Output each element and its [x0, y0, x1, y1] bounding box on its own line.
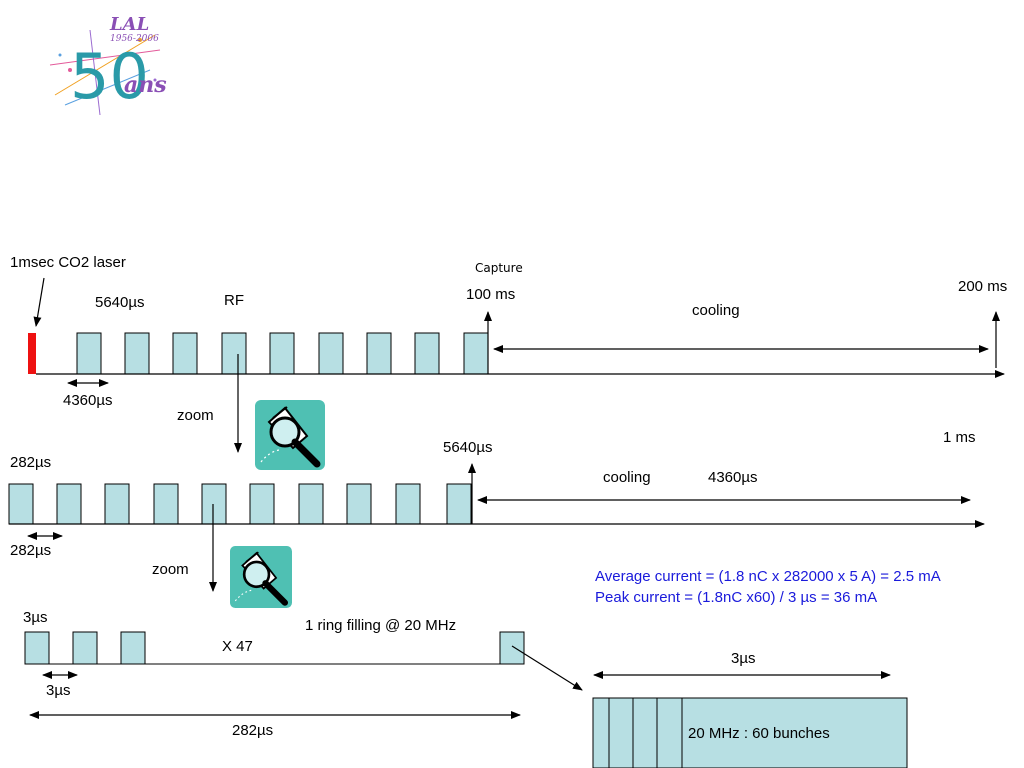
logo-fifty-text: 50 [70, 40, 149, 113]
micro-pulse [120, 631, 146, 665]
bunch-train-box [592, 697, 908, 768]
rf-pulse [414, 332, 440, 375]
row3-pulse-label: 3µs [23, 609, 48, 626]
row2-timeline [8, 463, 985, 592]
macro-pulse [153, 483, 179, 525]
ms-label: 1 ms [943, 429, 976, 446]
row2-gap-label: 282µs [10, 542, 52, 559]
macro-pulse [249, 483, 275, 525]
rf-pulse [76, 332, 102, 375]
row1-timeline [28, 277, 1005, 453]
laser-pulse [28, 333, 36, 374]
micro-pulse [24, 631, 50, 665]
bunch-width-label: 3µs [731, 650, 756, 667]
rf-pulse [269, 332, 295, 375]
row2-end-label: 5640µs [443, 439, 493, 456]
row3-gap-label: 3µs [46, 682, 71, 699]
rf-pulse [366, 332, 392, 375]
rf-pulse [221, 332, 247, 375]
macro-pulse [298, 483, 324, 525]
laser-label: 1msec CO2 laser [10, 254, 126, 271]
bunch-train-label: 20 MHz : 60 bunches [688, 725, 830, 742]
bunch-zoom-arrow [511, 645, 583, 691]
rf-pulse [463, 332, 489, 375]
bunch-train [592, 671, 908, 768]
magnifier-icon [255, 400, 325, 470]
rf-label: RF [224, 292, 244, 309]
micro-pulse-last [499, 631, 525, 665]
macro-pulse [201, 483, 227, 525]
row2-cooling-label: cooling [603, 469, 651, 486]
logo-lab-text: LAL [109, 14, 149, 35]
row1-rf-pulses [76, 332, 489, 375]
row1-cooling-label: cooling [692, 302, 740, 319]
t200-label: 200 ms [958, 278, 1008, 295]
rf-pulse [124, 332, 150, 375]
row1-gap-label: 4360µs [63, 392, 113, 409]
macro-pulse [446, 483, 472, 525]
laser-pointer-arrow [33, 277, 45, 327]
macro-pulse [56, 483, 82, 525]
logo-ans-text: ans [124, 72, 167, 98]
row1-zoom-label: zoom [177, 407, 214, 424]
macro-pulse [395, 483, 421, 525]
peak-current-text: Peak current = (1.8nC x60) / 3 µs = 36 m… [595, 589, 878, 606]
row3-timeline [24, 631, 583, 719]
micro-pulse [72, 631, 98, 665]
row3-times-label: X 47 [222, 638, 253, 655]
macro-pulse [346, 483, 372, 525]
logo-burst [49, 29, 161, 116]
rf-pulse [172, 332, 198, 375]
row3-span-label: 282µs [232, 722, 274, 739]
ring-filling-label: 1 ring filling @ 20 MHz [305, 617, 457, 634]
magnifier-icon [230, 546, 292, 608]
row2-pulses [8, 483, 472, 525]
macro-pulse [104, 483, 130, 525]
capture-label: Capture [475, 261, 523, 275]
row2-pulse-label: 282µs [10, 454, 52, 471]
macro-pulse [8, 483, 34, 525]
row2-zoom-label: zoom [152, 561, 189, 578]
rf-pulse [318, 332, 344, 375]
row2-cooling-time-label: 4360µs [708, 469, 758, 486]
average-current-text: Average current = (1.8 nC x 282000 x 5 A… [595, 568, 941, 585]
lal-50-years-logo: LAL 1956-2006 50 ans [49, 14, 167, 116]
logo-years-text: 1956-2006 [110, 34, 159, 44]
rf-period-label: 5640µs [95, 294, 145, 311]
t100-label: 100 ms [466, 286, 516, 303]
